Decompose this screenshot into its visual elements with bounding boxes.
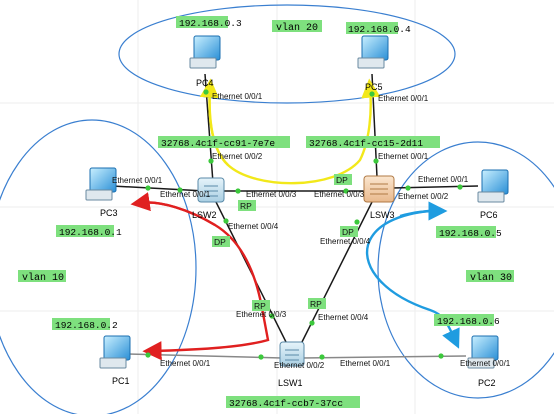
stp-role-rp: RP (240, 201, 252, 211)
monitor-icon (193, 35, 221, 61)
monitor-icon (471, 335, 499, 361)
links (111, 73, 479, 359)
port-label: Ethernet 0/0/3 (314, 190, 365, 199)
port-label: Ethernet 0/0/1 (160, 190, 211, 199)
pc3-label: PC3 (100, 208, 118, 218)
vlan10-label: vlan 10 (22, 272, 64, 284)
monitor-icon (481, 169, 509, 195)
lsw3[interactable] (363, 175, 395, 203)
pc1-label: PC1 (112, 376, 130, 386)
vlan10-ellipse (0, 119, 197, 417)
port-label: Ethernet 0/0/4 (320, 237, 371, 246)
port-label: Ethernet 0/0/1 (112, 176, 163, 185)
lsw3-label: LSW3 (370, 210, 395, 220)
lsw2-label: LSW2 (192, 210, 217, 220)
lsw1-label: LSW1 (278, 378, 303, 388)
port-dots (145, 89, 463, 360)
vlan30-label: vlan 30 (470, 272, 512, 284)
lsw1-bridge-id: 32768.4c1f-ccb7-37cc (229, 398, 343, 409)
port-label: Ethernet 0/0/4 (228, 222, 279, 231)
port-label: Ethernet 0/0/4 (318, 313, 369, 322)
port-label: Ethernet 0/0/2 (398, 192, 449, 201)
ip-label-backgrounds (18, 16, 514, 408)
port-label: Ethernet 0/0/3 (246, 190, 297, 199)
stp-role-dp: DP (342, 227, 354, 237)
port-label: Ethernet 0/0/1 (212, 92, 263, 101)
pc2-ip: 192.168.0.6 (437, 316, 500, 327)
pc1-ip: 192.168.0.2 (55, 320, 118, 331)
port-label: Ethernet 0/0/1 (378, 94, 429, 103)
link-pc3-lsw2 (111, 185, 206, 192)
blue-traffic-head-pc6 (399, 201, 448, 221)
port-label: Ethernet 0/0/1 (160, 359, 211, 368)
port-label: Ethernet 0/0/2 (212, 152, 263, 161)
lsw2[interactable] (197, 177, 225, 203)
red-traffic-head-pc3 (130, 192, 216, 227)
stp-role-dp: DP (214, 237, 226, 247)
pc6[interactable] (477, 169, 509, 203)
stp-role-rp: RP (254, 301, 266, 311)
vlan20-label: vlan 20 (276, 22, 318, 34)
port-label: Ethernet 0/0/1 (460, 359, 511, 368)
port-label: Ethernet 0/0/1 (418, 175, 469, 184)
pc1[interactable] (99, 335, 131, 369)
vlan30-ellipse (377, 141, 554, 399)
pc4-label: PC4 (196, 78, 214, 88)
pc5[interactable] (357, 35, 389, 69)
pc6-ip: 192.168.0.5 (439, 228, 502, 239)
pc4-ip: 192.168.0.3 (179, 18, 242, 29)
lsw1[interactable] (279, 341, 305, 367)
port-label: Ethernet 0/0/1 (378, 152, 429, 161)
lsw3-bridge-id: 32768.4c1f-cc15-2d11 (309, 138, 423, 149)
pc2[interactable] (467, 335, 499, 369)
link-lsw3-pc6 (391, 185, 479, 189)
link-lsw3-lsw1 (297, 199, 374, 351)
monitor-icon (103, 335, 131, 361)
port-label: Ethernet 0/0/3 (236, 310, 287, 319)
monitor-icon (361, 35, 389, 61)
pc5-label: PC5 (365, 82, 383, 92)
port-label: Ethernet 0/0/2 (274, 361, 325, 370)
pc6-label: PC6 (480, 210, 498, 220)
yellow-traffic-head-pc4 (199, 78, 229, 166)
pc3-ip: 192.168.0.1 (59, 227, 122, 238)
vlan20-ellipse (118, 4, 456, 104)
stp-role-dp: DP (336, 175, 348, 185)
pc3[interactable] (85, 167, 117, 201)
pc5-ip: 192.168.0.4 (348, 24, 411, 35)
stp-role-rp: RP (310, 299, 322, 309)
pc2-label: PC2 (478, 378, 496, 388)
port-label: Ethernet 0/0/1 (340, 359, 391, 368)
pc4[interactable] (189, 35, 221, 69)
lsw2-bridge-id: 32768.4c1f-cc91-7e7e (161, 138, 275, 149)
